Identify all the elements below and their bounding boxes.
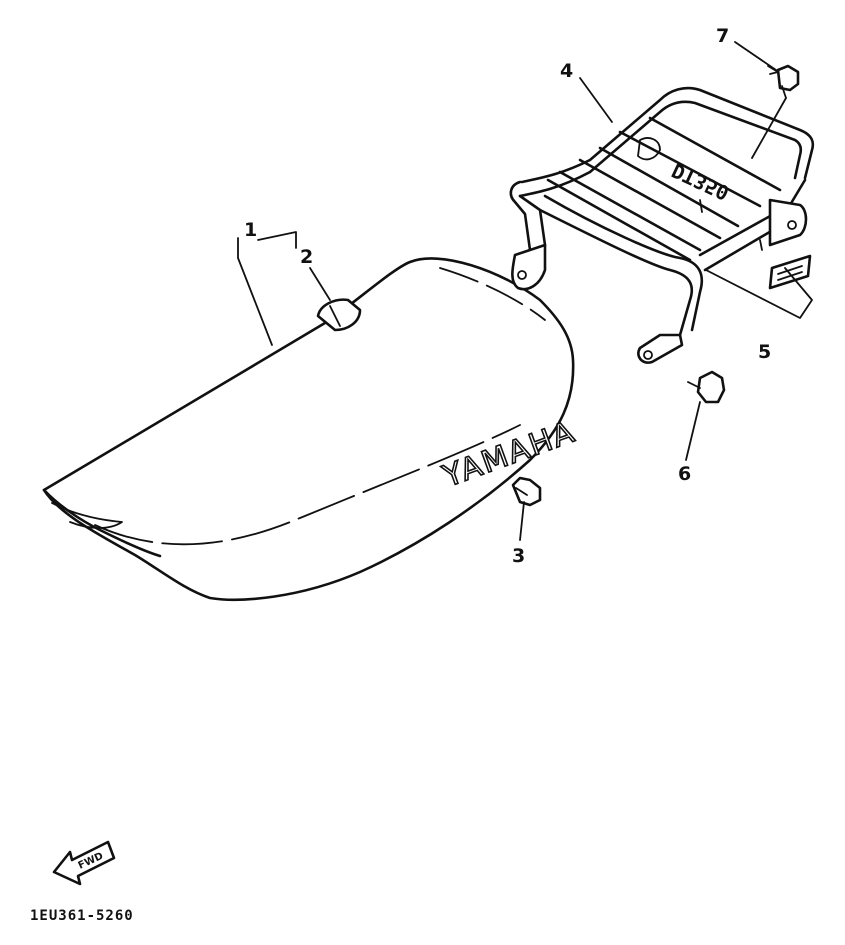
rear-carrier-rack: DT350: [509, 86, 815, 364]
callout-6: 6: [678, 463, 691, 485]
seat-side-seam: [439, 267, 546, 321]
callout-4: 4: [560, 60, 573, 82]
callout-3: 3: [512, 545, 525, 567]
leader-lines: [237, 41, 813, 541]
bolt-3: [511, 476, 542, 507]
decal-5: [768, 254, 812, 290]
callout-7: 7: [716, 25, 729, 47]
seat-outline: [42, 257, 575, 602]
callout-2: 2: [300, 246, 313, 268]
seat-strap: [316, 298, 362, 332]
bolt-6: [687, 370, 726, 404]
fwd-arrow-icon: FWD: [52, 840, 116, 886]
bolt-7: [776, 64, 800, 99]
seat-seam-line: [94, 424, 521, 546]
callout-5: 5: [758, 341, 771, 363]
rack-marking-text: DT350: [668, 158, 733, 205]
seat-nose-detail: [51, 502, 123, 529]
drawing-code: 1EU361-5260: [30, 908, 134, 924]
callout-1: 1: [244, 219, 257, 241]
seat-front-edge: [42, 488, 162, 558]
seat-assembly: YAMAHA: [42, 257, 581, 602]
